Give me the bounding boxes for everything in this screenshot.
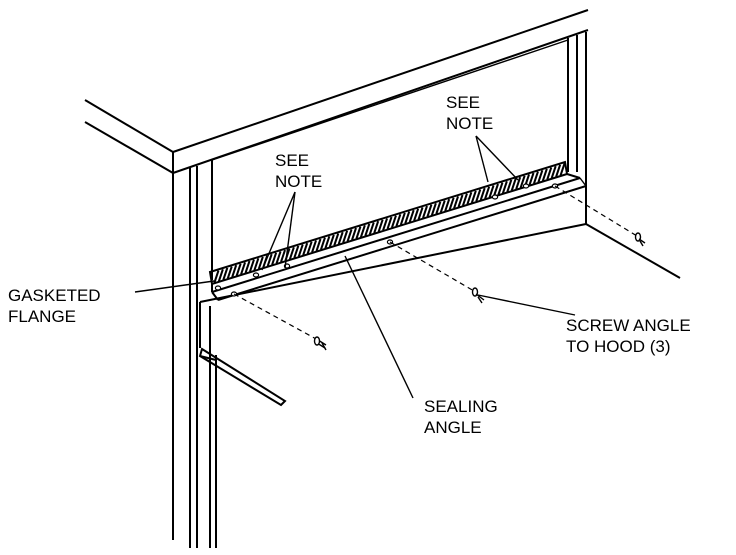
sealing-angle (211, 173, 587, 301)
hatch-line (319, 237, 326, 250)
hatch-line (359, 224, 366, 238)
see-note-label-right: SEE NOTE (446, 93, 494, 133)
see-note-label-left: SEE NOTE (275, 151, 323, 191)
hatch-line (231, 264, 238, 278)
hatch-line (302, 242, 309, 256)
hatch-line (288, 246, 295, 260)
hatch-line (248, 259, 255, 272)
hatch-line (293, 245, 300, 259)
hatch-line (422, 205, 428, 219)
hatch-line (226, 266, 233, 279)
hatch-line (399, 212, 406, 226)
hatch-line (532, 171, 539, 184)
hatch-line (346, 229, 353, 242)
hatch-line (306, 241, 313, 255)
hatch-line (257, 256, 264, 270)
hood-right-wall (567, 32, 681, 279)
hatch-line (377, 219, 384, 233)
hatch-line (213, 270, 220, 283)
hatch-line (461, 193, 468, 206)
hatch-line (355, 226, 362, 239)
hatch-line (373, 220, 380, 234)
hatch-line (413, 208, 420, 222)
hatch-line (519, 175, 526, 189)
sealing-angle-label: SEALING ANGLE (424, 397, 498, 437)
hatch-line (351, 227, 357, 241)
hatch-line (253, 257, 260, 271)
screw-middle-icon (471, 287, 485, 304)
hatch-line (417, 207, 424, 220)
hatch-line (382, 218, 389, 231)
hatch-line (555, 164, 562, 178)
hatch-line (510, 178, 517, 191)
hatch-line (395, 213, 402, 227)
hatch-line (444, 198, 451, 212)
unit-front-face (199, 223, 587, 548)
hatch-line (453, 196, 460, 209)
hatch-line (448, 197, 455, 211)
hatch-line (408, 209, 415, 223)
hatch-line (404, 211, 411, 224)
hatch-line (537, 169, 544, 183)
leader-lines (134, 135, 576, 399)
hatch-line (333, 233, 340, 246)
hatch-line (470, 190, 477, 204)
hatch-line (488, 185, 495, 198)
hood-top-outline (84, 9, 589, 174)
gasketed-flange-label: GASKETED FLANGE (8, 286, 101, 326)
hatch-line (315, 238, 322, 252)
hatch-line (297, 244, 304, 257)
hatch-line (337, 231, 344, 245)
hatch-line (342, 230, 349, 244)
screw-left-icon (313, 336, 327, 351)
hatch-line (368, 222, 375, 235)
hatch-line (550, 165, 557, 179)
hatch-line (266, 253, 273, 267)
hatch-line (546, 167, 553, 180)
hatch-line (275, 251, 282, 264)
hatch-line (430, 202, 437, 216)
hatch-line (328, 234, 335, 248)
gasket-hatching (213, 163, 566, 283)
hatch-line (541, 168, 548, 182)
hatch-line (235, 263, 242, 277)
hatch-line (466, 191, 473, 205)
hatch-line (559, 163, 566, 176)
hatch-line (222, 267, 229, 281)
hatch-line (390, 215, 397, 228)
hatch-line (240, 262, 247, 275)
screw-right-icon (634, 232, 646, 247)
hatch-line (475, 189, 482, 202)
hatch-line (497, 182, 504, 195)
gasketed-flange (208, 160, 569, 286)
hatch-line (324, 235, 331, 249)
hatch-line (506, 179, 513, 193)
hatch-line (457, 194, 464, 208)
hatch-line (311, 240, 318, 253)
hatch-line (484, 186, 491, 200)
hatch-line (244, 260, 251, 274)
hood-left-wall (172, 160, 213, 548)
hatch-line (493, 183, 499, 197)
hatch-line (217, 268, 224, 282)
hatch-line (271, 252, 278, 266)
screw-angle-label: SCREW ANGLE TO HOOD (3) (566, 316, 691, 356)
hatch-line (435, 201, 442, 215)
hatch-line (386, 216, 393, 230)
hatch-line (528, 172, 535, 186)
hatch-line (439, 200, 446, 213)
hatch-line (515, 176, 522, 190)
screws (233, 185, 646, 351)
hatch-line (426, 204, 433, 217)
hatch-line (280, 249, 286, 263)
hatch-line (364, 223, 371, 237)
hatch-line (501, 180, 508, 194)
hood-opening-edge (211, 39, 569, 161)
hatch-line (479, 187, 486, 201)
unit-top-lip (198, 347, 287, 407)
